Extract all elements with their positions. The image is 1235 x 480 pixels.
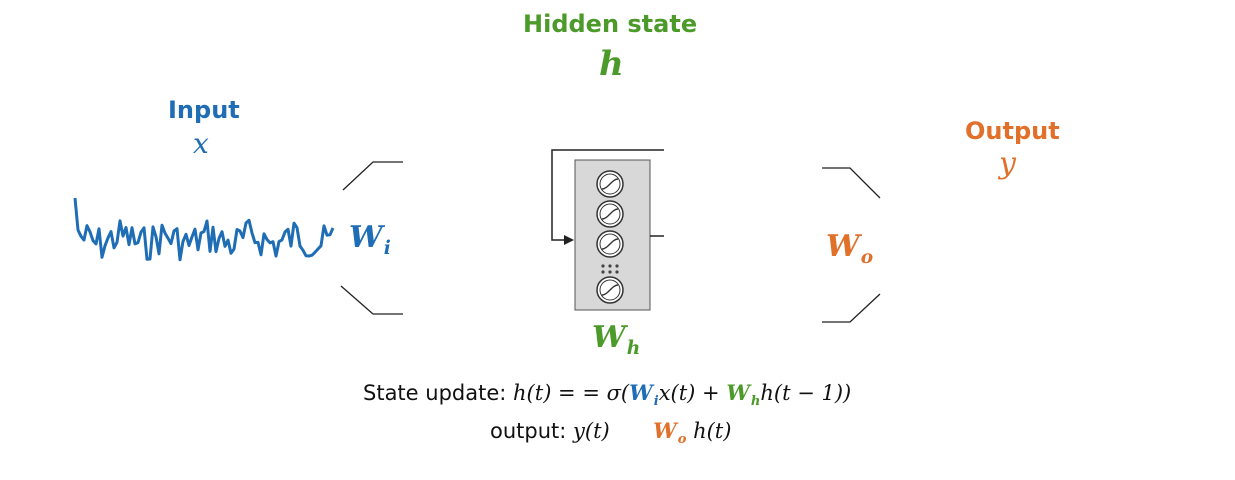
sigmoid-neuron-icon [596,170,624,198]
state-lhs: h(t) = = σ( [513,381,630,405]
input-symbol: x [193,127,209,160]
ellipsis-dots [601,264,619,274]
output-title: Output [965,117,1060,145]
input-connector [340,161,403,315]
hidden-state-title: Hidden state [523,10,698,38]
state-update-equation: State update: h(t) = = σ(Wix(t) + Whh(t … [363,380,852,409]
output-equation: output: y(t) Wo h(t) [490,418,732,447]
sigmoid-neuron-icon [596,276,624,304]
loop-arrowhead [564,235,574,245]
input-signal-waveform [73,197,335,262]
weight-symbol: W [349,220,383,255]
output-connector [822,167,881,323]
state-mid: x(t) + [658,381,727,405]
weight-symbol: W [826,229,860,264]
recurrent-loop-arrow [551,149,664,241]
output-label: output: [490,419,567,443]
eq-wi: Wi [629,380,659,409]
weight-subscript: o [860,246,874,268]
weight-symbol: W [592,320,626,355]
output-weight-label: Wo [826,229,873,268]
output-rhs: h(t) [693,419,732,443]
sigmoid-neuron-icon [596,200,624,228]
weight-subscript: i [383,237,391,259]
eq-wh: Wh [726,380,761,409]
input-title: Input [168,96,240,124]
weight-subscript: h [626,337,641,359]
state-update-label: State update: [363,381,507,405]
input-weight-label: Wi [349,220,391,259]
hidden-state-symbol: h [599,44,624,84]
output-symbol: y [999,146,1016,181]
hidden-neurons [596,170,624,304]
hidden-weight-label: Wh [592,320,640,359]
state-rhs: h(t − 1)) [760,381,852,405]
eq-wo: Wo [653,418,687,447]
output-lhs: y(t) [573,419,610,443]
sigmoid-neuron-icon [596,230,624,258]
